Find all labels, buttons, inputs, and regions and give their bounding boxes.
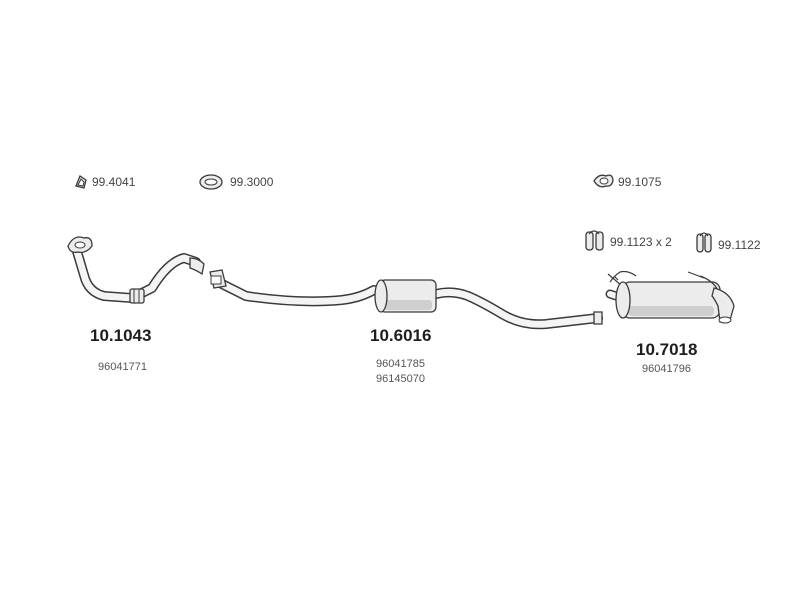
ring-clamp-icon — [75, 175, 87, 189]
part-number-10-7018: 10.7018 — [636, 340, 698, 359]
part-reference: 96041785 — [376, 358, 425, 370]
flange-gasket-icon — [593, 174, 614, 188]
accessory-label-99-1122: 99.1122 — [718, 238, 761, 252]
gasket-ring-icon — [199, 174, 223, 190]
part-number-10-1043: 10.1043 — [90, 326, 152, 345]
part-reference: 96041771 — [98, 361, 147, 373]
intermediate-pipe-drawing — [209, 269, 603, 330]
rubber-mount-icon — [696, 232, 712, 253]
part-reference: 96041796 — [642, 363, 691, 375]
part-reference: 96145070 — [376, 373, 425, 385]
accessory-label-99-3000: 99.3000 — [230, 175, 274, 189]
accessory-label-99-4041: 99.4041 — [92, 175, 136, 189]
part-number-10-6016: 10.6016 — [370, 326, 432, 345]
rear-silencer-drawing — [605, 270, 735, 324]
accessory-label-99-1075: 99.1075 — [618, 175, 662, 189]
accessory-label-99-1123: 99.1123 x 2 — [610, 235, 672, 249]
rubber-mount-icon — [585, 230, 604, 251]
front-pipe-drawing — [67, 236, 205, 304]
